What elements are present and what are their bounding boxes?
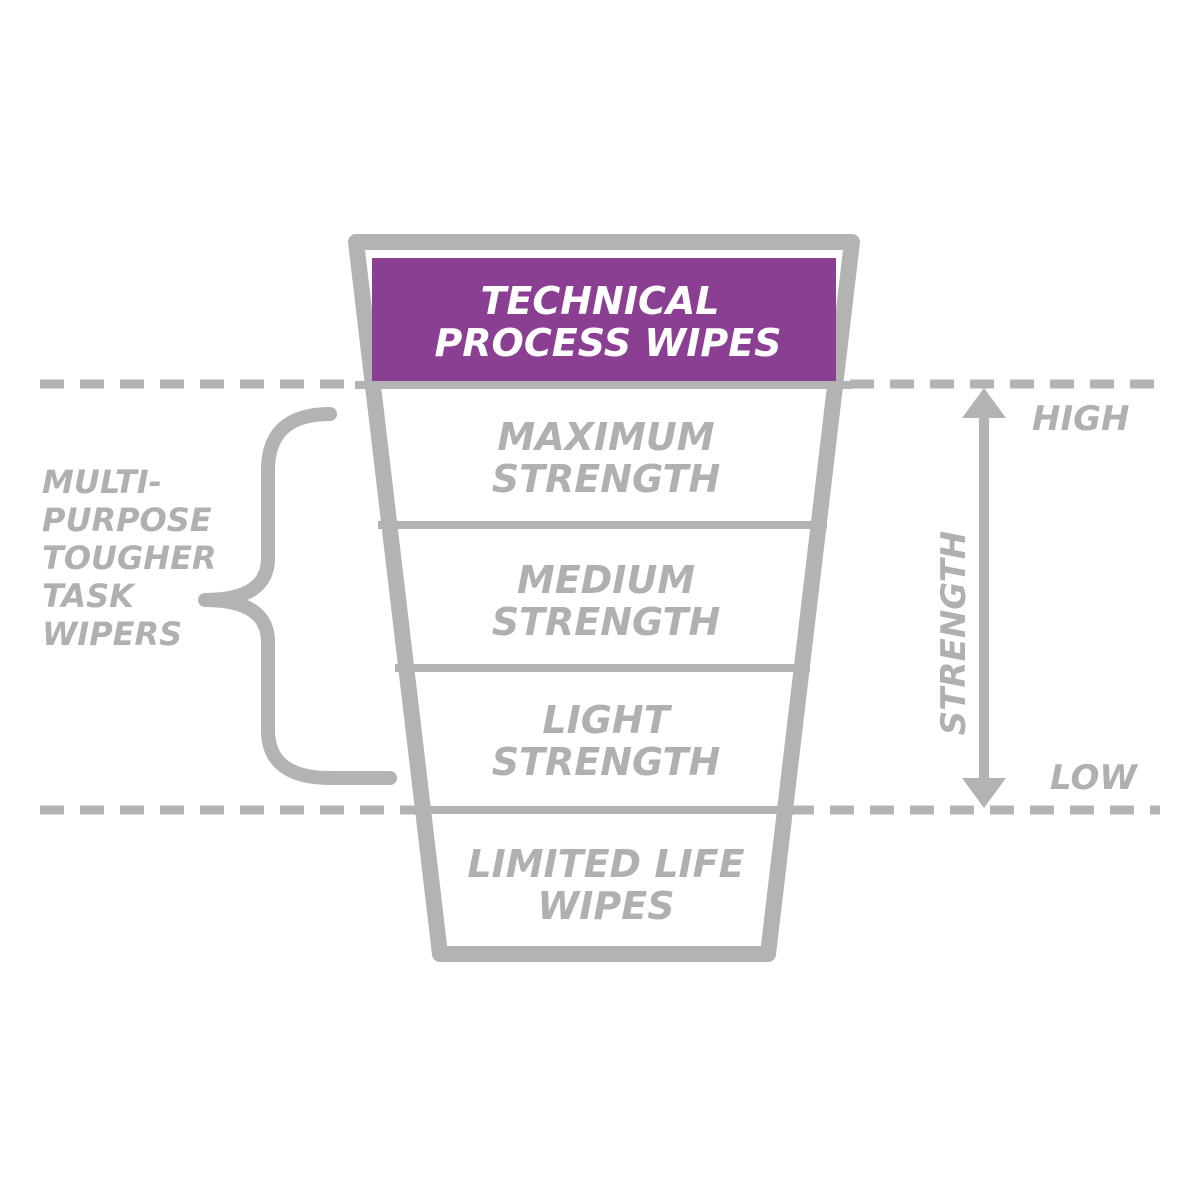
tier-maximum-line1: MAXIMUM: [497, 415, 714, 459]
tier-limited-line2: WIPES: [537, 884, 674, 928]
arrow-down-icon: [962, 778, 1006, 808]
group-label-line4: TASK: [42, 577, 136, 615]
strength-axis-label: STRENGTH: [934, 531, 974, 736]
tier-maximum-line2: STRENGTH: [492, 457, 721, 501]
group-label-line3: TOUGHER: [42, 539, 217, 577]
scale-low-label: LOW: [1050, 758, 1138, 798]
tier-light-line1: LIGHT: [542, 698, 672, 742]
scale-high-label: HIGH: [1032, 399, 1129, 439]
tier-limited-line1: LIMITED LIFE: [467, 842, 744, 886]
arrow-up-icon: [962, 388, 1006, 418]
tier-medium-line2: STRENGTH: [492, 600, 721, 644]
tier-technical-band: [372, 258, 836, 382]
tier-light-line2: STRENGTH: [492, 740, 721, 784]
group-label-line2: PURPOSE: [42, 501, 212, 539]
group-brace-icon: [198, 407, 397, 785]
group-label-line5: WIPERS: [42, 615, 182, 653]
tier-technical-line2: PROCESS WIPES: [434, 321, 781, 365]
tier-medium-line1: MEDIUM: [517, 558, 695, 602]
tier-technical-line1: TECHNICAL: [480, 279, 719, 323]
group-label-line1: MULTI-: [42, 463, 162, 501]
tier-cup-outline: [348, 234, 860, 962]
